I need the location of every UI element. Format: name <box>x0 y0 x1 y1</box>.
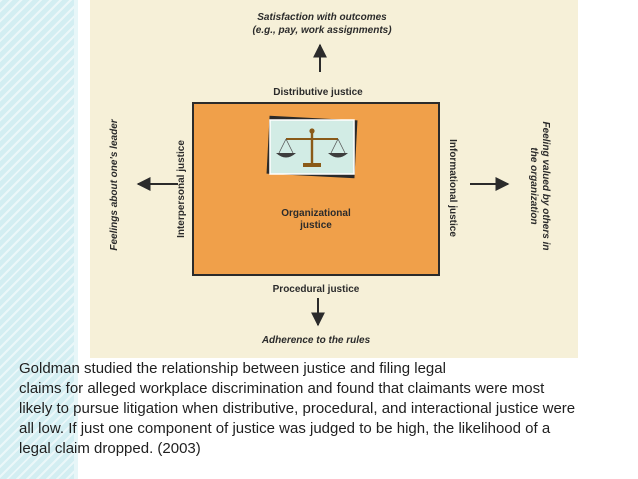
top-outcome-sublabel: (e.g., pay, work assignments) <box>252 25 392 36</box>
caption-line: all low. If just one component of justic… <box>19 420 551 437</box>
scales-of-justice-icon <box>266 115 358 179</box>
justice-diagram: Satisfaction with outcomes (e.g., pay, w… <box>109 12 551 346</box>
procedural-justice-label: Procedural justice <box>273 284 360 295</box>
organizational-justice-label: Organizational <box>281 208 351 219</box>
bottom-outcome-label: Adherence to the rules <box>261 335 371 346</box>
caption-line: legal claim dropped. (2003) <box>19 440 201 457</box>
organizational-justice-sublabel: justice <box>299 220 332 231</box>
distributive-justice-label: Distributive justice <box>273 87 363 98</box>
decorative-side-edge <box>74 0 78 479</box>
caption-line: likely to pursue litigation when distrib… <box>19 400 576 417</box>
right-outcome-sublabel: the organization <box>528 147 539 224</box>
top-outcome-label: Satisfaction with outcomes <box>257 12 387 23</box>
caption-text: Goldman studied the relationship between… <box>19 359 619 459</box>
caption-line: claims for alleged workplace discriminat… <box>19 380 545 397</box>
caption-line: Goldman studied the relationship between… <box>19 360 446 377</box>
informational-justice-label: Informational justice <box>447 139 458 237</box>
justice-diagram-figure: Satisfaction with outcomes (e.g., pay, w… <box>90 0 578 358</box>
interpersonal-justice-label: Interpersonal justice <box>176 140 187 238</box>
decorative-side-stripe <box>0 0 74 479</box>
right-outcome-label: Feeling valued by others in <box>540 122 551 251</box>
left-outcome-label: Feelings about one's leader <box>109 118 120 250</box>
